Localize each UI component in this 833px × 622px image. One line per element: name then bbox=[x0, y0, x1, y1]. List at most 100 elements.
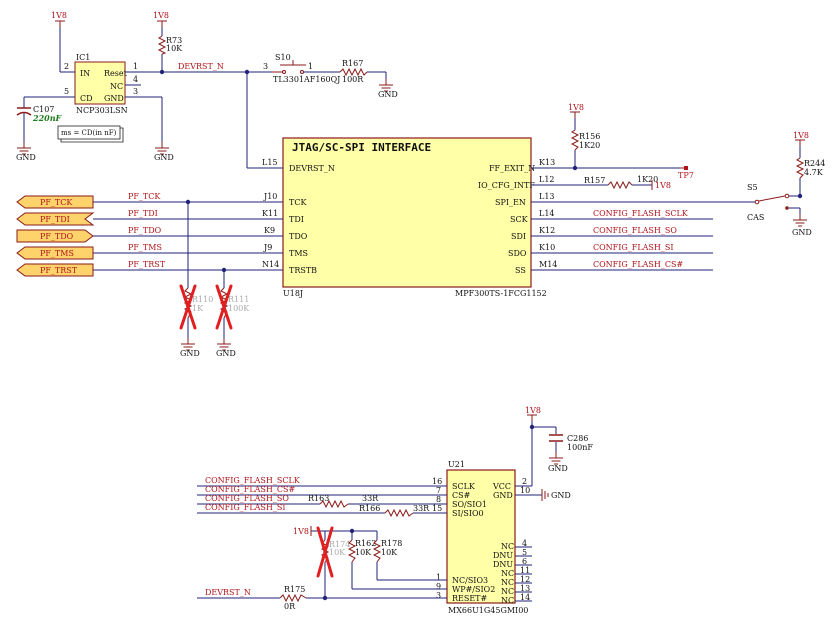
s5-switch bbox=[754, 193, 801, 214]
u21-pin-dnu6: DNU bbox=[493, 560, 513, 569]
r110-ref: R110 bbox=[192, 295, 213, 304]
junction-dot bbox=[349, 528, 355, 534]
u18-ball-k12: K12 bbox=[539, 226, 555, 235]
ic1-pin-gnd: GND bbox=[104, 94, 124, 103]
net-config-flash-sclk: CONFIG_FLASH_SCLK bbox=[593, 209, 689, 218]
r73-resistor bbox=[157, 35, 167, 55]
u18-pin-spi-en: SPI_EN bbox=[495, 198, 526, 207]
r174-value: 10K bbox=[329, 548, 346, 557]
u18-pin-sdi: SDI bbox=[511, 232, 526, 241]
net-flash-so: CONFIG_FLASH_SO bbox=[205, 494, 289, 503]
junction-dot bbox=[797, 193, 803, 199]
net-flash-si: CONFIG_FLASH_SI bbox=[205, 503, 286, 512]
u18-ball-n14: N14 bbox=[262, 260, 279, 269]
r162-ref: R162 bbox=[355, 539, 376, 548]
u18-title: JTAG/SC-SPI INTERFACE bbox=[292, 141, 431, 154]
r244-resistor bbox=[795, 157, 805, 179]
r162-resistor bbox=[347, 539, 357, 563]
svg-text:5: 5 bbox=[522, 548, 527, 557]
net-pf-tdi: PF_TDI bbox=[128, 209, 158, 218]
r175-resistor bbox=[279, 593, 307, 603]
svg-text:1: 1 bbox=[436, 573, 441, 582]
tp7-label: TP7 bbox=[678, 171, 694, 180]
net-devrst-label: DEVRST_N bbox=[178, 62, 224, 71]
r156-resistor bbox=[570, 129, 580, 151]
r111-ref: R111 bbox=[228, 295, 249, 304]
r163-ref: R163 bbox=[308, 494, 329, 503]
junction-dot bbox=[529, 424, 535, 430]
svg-text:10: 10 bbox=[520, 486, 530, 495]
c107-note: ms = CD(in nF) bbox=[57, 125, 124, 143]
r178-resistor bbox=[372, 539, 382, 563]
ic1-pin-reset: Reset bbox=[104, 69, 128, 78]
svg-text:14: 14 bbox=[520, 593, 530, 602]
ic1-supervisor: IC1 IN Reset NC CD GND NCP303LSN 2 1 4 5… bbox=[64, 53, 138, 115]
s10-part: TL3301AF160QJ bbox=[273, 75, 340, 84]
u18-pin-tms: TMS bbox=[289, 249, 308, 258]
svg-text:6: 6 bbox=[522, 557, 527, 566]
s5-label: CAS bbox=[747, 213, 764, 222]
jtag-wires bbox=[93, 201, 283, 338]
port-pf-tms: PF_TMS bbox=[16, 246, 94, 260]
gnd-side-symbol bbox=[541, 489, 549, 501]
u21-pin-wp: WP#/SIO2 bbox=[452, 585, 495, 594]
u21-pin-gnd: GND bbox=[493, 491, 513, 500]
rail-1v8-label: 1V8 bbox=[793, 131, 809, 140]
r167-value: 100R bbox=[342, 75, 364, 84]
u18-part: MPF300TS-1FCG1152 bbox=[455, 289, 547, 298]
svg-text:4: 4 bbox=[522, 539, 527, 548]
u18-right-pins: FF_EXIT_N K13 IO_CFG_INTF L12 SPI_EN L13… bbox=[478, 158, 557, 275]
r166-ref: R166 bbox=[359, 504, 380, 513]
gnd-label: GND bbox=[792, 228, 812, 237]
u18-pin-tdo: TDO bbox=[289, 232, 308, 241]
junction-dot bbox=[185, 199, 191, 205]
ic1-pin-nc: NC bbox=[110, 82, 123, 91]
r163-resistor bbox=[319, 499, 349, 509]
net-devrst-bottom: DEVRST_N bbox=[205, 588, 251, 597]
ic1-pinnum-4: 4 bbox=[133, 75, 138, 84]
u18-pin-io-cfg: IO_CFG_INTF bbox=[478, 181, 535, 190]
junction-dot bbox=[159, 69, 165, 75]
gnd-label: GND bbox=[378, 90, 398, 99]
svg-text:2: 2 bbox=[522, 477, 527, 486]
ic1-pin-in: IN bbox=[80, 69, 90, 78]
gnd-label: GND bbox=[548, 464, 568, 473]
r157-resistor bbox=[607, 180, 633, 190]
u18-pin-tck: TCK bbox=[289, 198, 307, 207]
r156-ref: R156 bbox=[579, 132, 600, 141]
u18-ball-k11: K11 bbox=[262, 209, 278, 218]
c286-ref: C286 bbox=[567, 434, 588, 443]
u18-ball-k9: K9 bbox=[264, 226, 275, 235]
u21-pin-vcc: VCC bbox=[492, 482, 511, 491]
junction-dot bbox=[572, 165, 578, 171]
svg-text:PF_TRST: PF_TRST bbox=[40, 266, 78, 275]
ic1-pinnum-3: 3 bbox=[133, 87, 138, 96]
gnd-label: GND bbox=[216, 349, 236, 358]
rail-1v8-label: 1V8 bbox=[568, 103, 584, 112]
s5-ref: S5 bbox=[747, 183, 758, 192]
svg-text:9: 9 bbox=[436, 582, 441, 591]
u18-pin-trstb: TRSTB bbox=[289, 266, 317, 275]
rail-1v8-label: 1V8 bbox=[153, 11, 169, 20]
u21-pin-cs: CS# bbox=[452, 491, 471, 500]
r157-value: 1K20 bbox=[637, 175, 658, 184]
svg-text:PF_TMS: PF_TMS bbox=[40, 249, 74, 258]
u21-pin-so: SO/SIO1 bbox=[452, 500, 487, 509]
u21-ref: U21 bbox=[448, 460, 465, 469]
junction-dot bbox=[221, 267, 227, 273]
c107-note-text: ms = CD(in nF) bbox=[61, 129, 117, 137]
ic1-part: NCP303LSN bbox=[76, 106, 128, 115]
r157-ref: R157 bbox=[584, 176, 605, 185]
port-pf-tdo: PF_TDO bbox=[16, 229, 94, 243]
u18-ball-l14: L14 bbox=[539, 209, 555, 218]
net-flash-cs: CONFIG_FLASH_CS# bbox=[205, 485, 295, 494]
r166-resistor bbox=[384, 508, 414, 518]
junction-dot bbox=[244, 69, 250, 75]
port-pf-tdi: PF_TDI bbox=[16, 212, 95, 226]
ic1-pin-cd: CD bbox=[80, 94, 93, 103]
svg-text:3: 3 bbox=[436, 591, 441, 600]
net-config-flash-cs: CONFIG_FLASH_CS# bbox=[593, 260, 683, 269]
r175-value: 0R bbox=[284, 602, 296, 611]
net-pf-tms: PF_TMS bbox=[128, 243, 162, 252]
